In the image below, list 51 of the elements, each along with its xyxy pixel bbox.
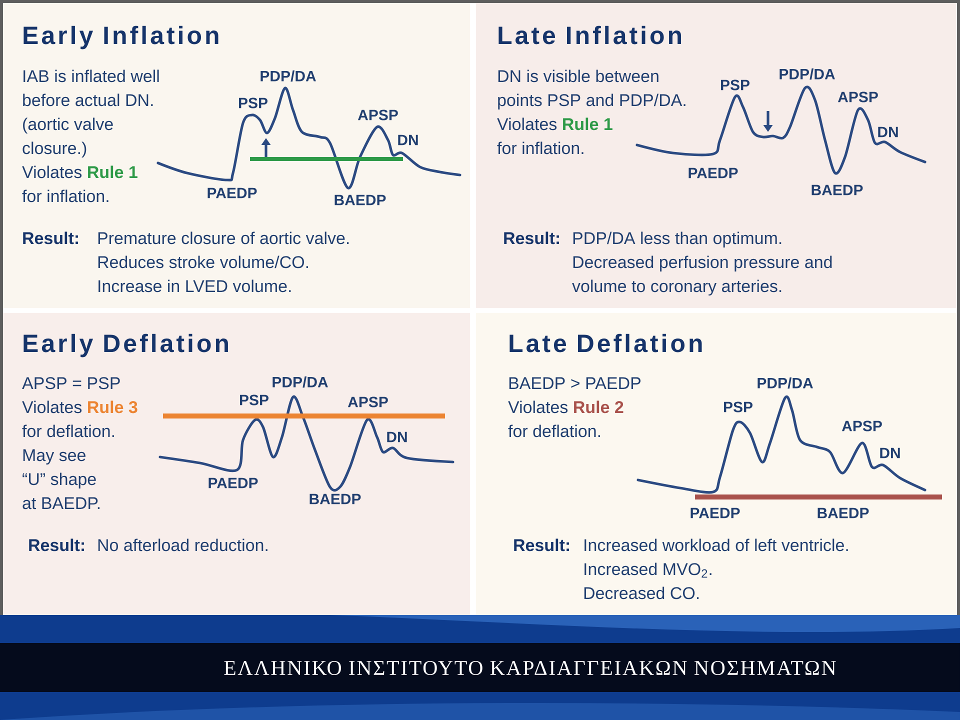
result-label: Result:: [514, 538, 569, 552]
description-text: Violates Rule 2 for deflation.: [508, 400, 624, 438]
result-text: Increase in LVED volume.: [98, 280, 291, 292]
point-label: BAEDP: [818, 508, 869, 518]
point-label: PAEDP: [688, 168, 738, 178]
result-text: Premature closure of aortic valve.: [98, 232, 349, 244]
description-text: APSP = PSP: [22, 377, 120, 390]
description-text: Violates Rule 1 for inflation.: [497, 118, 612, 154]
point-label: PAEDP: [690, 508, 740, 518]
point-label: PAEDP: [208, 478, 258, 488]
point-label: PAEDP: [208, 188, 257, 198]
point-label: BAEDP: [310, 494, 361, 504]
result-text: Increased workload of left ventricle.: [584, 538, 848, 552]
panel-heading: Late Inflation: [498, 26, 681, 44]
point-label: PSP: [240, 394, 268, 406]
description-text: Violates Rule 1 for inflation.: [22, 166, 138, 202]
point-label: PDP/DA: [780, 68, 835, 80]
result-text: Reduces stroke volume/CO.: [98, 256, 308, 268]
point-label: DN: [398, 134, 418, 146]
result-text: Increased MVO$_{2}$.: [584, 562, 712, 578]
point-label: BAEDP: [334, 194, 386, 206]
point-label: PSP: [239, 98, 268, 108]
point-label: DN: [880, 448, 900, 458]
point-label: DN: [878, 126, 898, 138]
description-text: Violates Rule 3 for deflation.: [22, 400, 138, 438]
point-label: APSP: [348, 396, 388, 408]
point-label: APSP: [358, 110, 398, 120]
description-text: May see “U” shape at BAEDP.: [22, 449, 100, 510]
point-label: PSP: [724, 402, 752, 412]
panel-heading: Early Deflation: [24, 334, 228, 358]
result-label: Result:: [23, 232, 78, 244]
result-text: Decreased CO.: [584, 586, 699, 600]
description-text: DN is visible between points PSP and PDP/DA.: [498, 70, 686, 110]
result-text: PDP/DA less than optimum.: [573, 232, 782, 248]
point-label: PDP/DA: [272, 376, 328, 388]
description-text: IAB is inflated well before actual DN. (aortic valve closure.): [22, 70, 159, 158]
result-label: Result:: [504, 232, 559, 244]
result-text: No afterload reduction.: [98, 538, 268, 552]
description-text: BAEDP > PAEDP: [509, 377, 640, 389]
institute-name: ΕΛΛΗΝΙΚΟ ΙΝΣΤΙΤΟΥΤΟ ΚΑΡΔΙΑΓΓΕΙΑΚΩΝ ΝΟΣΗΜΑΤΩΝ: [224, 660, 836, 676]
point-label: PDP/DA: [758, 377, 813, 389]
point-label: PSP: [721, 80, 750, 90]
point-label: BAEDP: [812, 184, 863, 196]
point-label: APSP: [842, 420, 882, 432]
panel-heading: Early Inflation: [24, 26, 218, 50]
result-label: Result:: [29, 538, 84, 552]
panel-heading: Late Deflation: [510, 334, 702, 352]
point-label: APSP: [838, 92, 878, 102]
result-text: Decreased perfusion pressure and volume to coronary arteries.: [572, 256, 832, 296]
point-label: DN: [387, 432, 407, 442]
point-label: PDP/DA: [260, 70, 316, 82]
